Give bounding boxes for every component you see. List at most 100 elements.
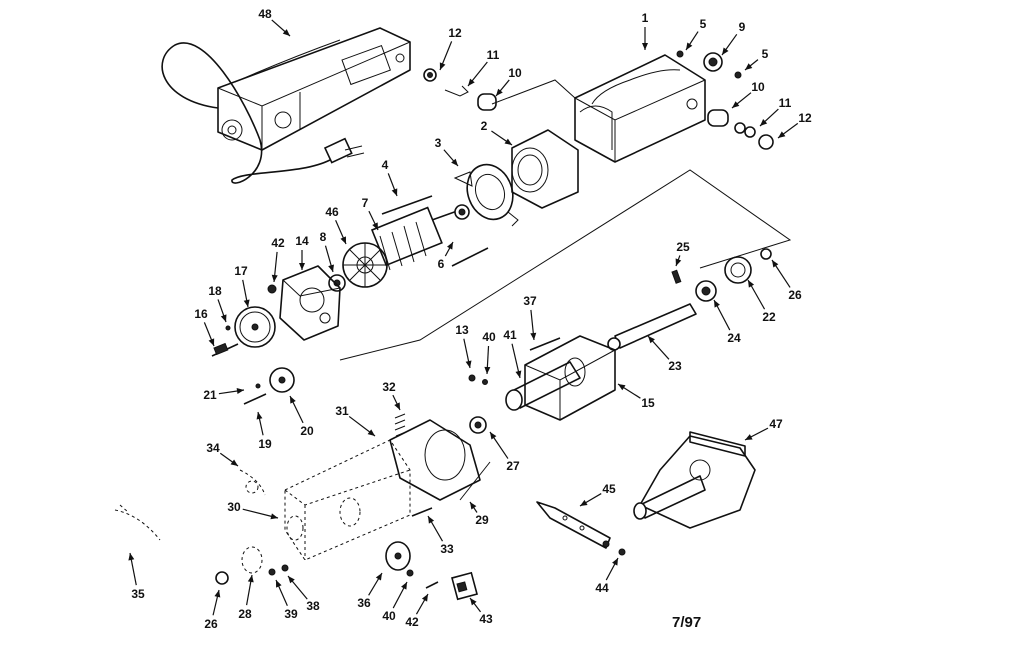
part-26-ring-a — [760, 248, 772, 260]
arrowhead-c46 — [340, 236, 346, 244]
callout-c13: 13 — [455, 323, 469, 337]
arrowhead-c44 — [612, 558, 618, 566]
callout-c27: 27 — [506, 459, 520, 473]
callout-c46: 46 — [325, 205, 339, 219]
part-5-pin-a — [676, 50, 684, 58]
part-39-nut — [268, 568, 276, 576]
part-43-switch — [451, 571, 478, 601]
arrowhead-c14 — [299, 263, 305, 270]
part-41-tube — [505, 361, 581, 411]
callout-c38: 38 — [306, 599, 320, 613]
arrowhead-c31 — [367, 429, 375, 436]
arrowhead-c8 — [328, 264, 334, 272]
callout-c6: 6 — [438, 257, 445, 271]
arrowhead-c23 — [648, 336, 655, 344]
arrowhead-c10b — [732, 101, 740, 108]
callout-c18: 18 — [208, 284, 222, 298]
callout-c42b: 42 — [405, 615, 419, 629]
part-28-plate — [241, 546, 263, 574]
part-9-gear — [703, 52, 723, 72]
part-40-washer-b — [406, 569, 414, 577]
callout-c15: 15 — [641, 396, 655, 410]
callout-c24: 24 — [727, 331, 741, 345]
arrowhead-c37 — [530, 332, 537, 340]
arrowhead-c1 — [642, 43, 648, 50]
arrowhead-c26b — [214, 590, 221, 598]
arrowhead-c12b — [778, 131, 786, 138]
part-17-gear — [234, 306, 276, 348]
arrowhead-c40a — [484, 366, 491, 374]
arrowhead-c15 — [618, 384, 626, 391]
arrowhead-c10a — [496, 88, 503, 96]
part-33-screw — [411, 507, 433, 517]
part-48-housing-with-cord — [161, 27, 411, 184]
callout-c32: 32 — [382, 380, 396, 394]
date-code: 7/97 — [672, 614, 701, 631]
part-29-gear-cover — [389, 419, 491, 501]
callout-c5b: 5 — [762, 47, 769, 61]
callout-c39: 39 — [284, 607, 298, 621]
part-42-plug — [267, 284, 277, 294]
callout-c40b: 40 — [382, 609, 396, 623]
callout-c44: 44 — [595, 581, 609, 595]
callout-c31: 31 — [335, 404, 349, 418]
callout-c11a: 11 — [487, 48, 500, 62]
arrowhead-c11b — [760, 119, 768, 126]
arrowhead-c13 — [465, 360, 472, 368]
part-26-ring-b — [215, 571, 229, 585]
arrowhead-c5b — [745, 63, 753, 70]
arrowhead-c25 — [675, 258, 682, 266]
callout-c26a: 26 — [788, 288, 802, 302]
arrowhead-c18 — [220, 314, 227, 322]
callout-c36: 36 — [357, 596, 371, 610]
part-46-fan — [342, 242, 388, 288]
part-24-bearing — [695, 280, 717, 302]
callout-c7: 7 — [362, 196, 369, 210]
part-2-field-housing — [511, 129, 579, 209]
part-4-screw — [381, 195, 433, 215]
callout-c34: 34 — [206, 441, 220, 455]
part-5-pin-b — [734, 71, 742, 79]
callout-c48: 48 — [258, 7, 272, 21]
arrowhead-c12a — [439, 62, 446, 70]
assembly-line-2 — [339, 169, 792, 361]
arrowhead-c36 — [375, 573, 382, 581]
arrowhead-c20 — [290, 396, 296, 404]
callout-c40a: 40 — [482, 330, 496, 344]
part-27-bushing — [469, 416, 487, 434]
callout-c12b: 12 — [798, 111, 812, 125]
arrowhead-c35 — [128, 553, 135, 561]
arrowhead-c42a — [271, 274, 278, 282]
callout-c9: 9 — [739, 20, 746, 34]
arrowhead-c5a — [686, 42, 693, 50]
callout-c8: 8 — [320, 230, 327, 244]
arrowhead-c28 — [247, 575, 254, 583]
part-38-nut — [281, 564, 289, 572]
part-10-11-12-left-bearing-set — [423, 68, 497, 111]
part-40-washer-a — [482, 379, 488, 385]
callout-c35: 35 — [131, 587, 145, 601]
arrowhead-c24 — [714, 300, 720, 308]
part-23-shaft — [607, 303, 697, 351]
callout-c47: 47 — [769, 417, 783, 431]
callout-c41: 41 — [503, 328, 517, 342]
callout-c23: 23 — [668, 359, 682, 373]
arrowhead-c26a — [772, 260, 779, 268]
callout-c14: 14 — [295, 234, 309, 248]
part-44-nut-a — [602, 540, 610, 548]
callout-c25: 25 — [676, 240, 690, 254]
arrowhead-c38 — [288, 576, 295, 584]
arrowhead-c48 — [282, 29, 290, 36]
arrowhead-c45 — [580, 499, 588, 506]
arrowhead-c41 — [515, 370, 522, 378]
arrowhead-c2 — [504, 138, 512, 145]
part-13-nut — [468, 374, 476, 382]
arrowhead-c19 — [256, 412, 263, 420]
arrowhead-c27 — [490, 432, 497, 440]
arrowhead-c47 — [745, 434, 753, 440]
callout-c11b: 11 — [779, 96, 792, 110]
part-32-springs — [394, 413, 407, 437]
part-10-11-12-right-bearing-set — [707, 109, 774, 150]
part-22-gear — [724, 256, 752, 284]
